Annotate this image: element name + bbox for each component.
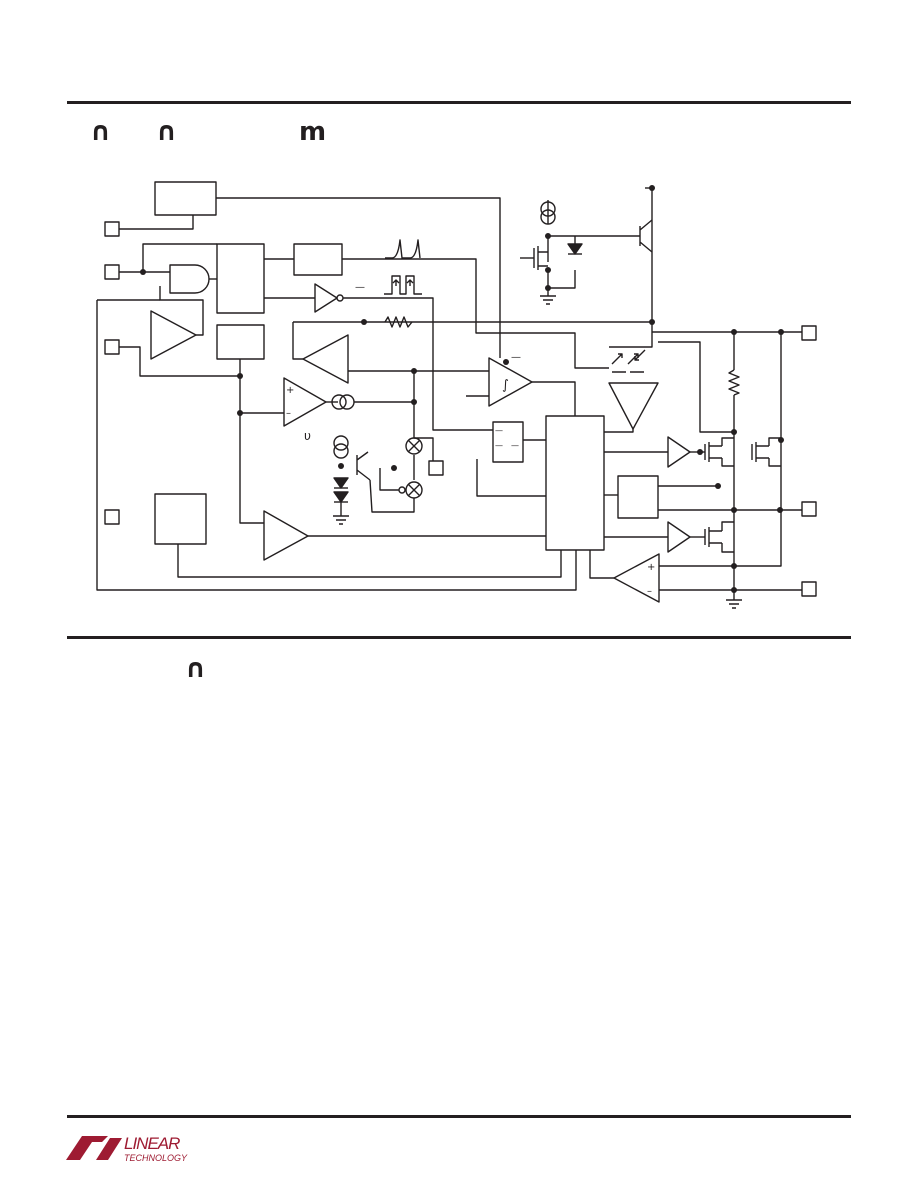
pin-box-left-1 <box>104 221 120 237</box>
junction-dots <box>140 185 784 593</box>
ff-mark-2: — <box>495 441 503 450</box>
logo-text-linear: LINEAR <box>124 1134 180 1153</box>
gates <box>169 264 344 313</box>
block-driver-right <box>617 475 659 519</box>
grounds <box>333 295 742 609</box>
opto-arrows <box>611 349 646 373</box>
inverter <box>314 283 338 313</box>
driver-buffer-2 <box>667 521 691 553</box>
linear-technology-logo: LINEAR TECHNOLOGY <box>62 1128 202 1168</box>
amp-transconductance <box>283 377 327 427</box>
section-rule <box>67 636 851 639</box>
pin-box-left-4 <box>104 509 120 525</box>
ramp-waveform <box>385 239 421 259</box>
header-glyph-3: m <box>299 117 327 147</box>
block-oscillator <box>293 243 343 276</box>
amp-isolator <box>608 382 659 430</box>
footer-rule <box>67 1115 851 1118</box>
pulse-waveform <box>384 275 422 295</box>
diagram-labels: ∫ υ + – + – — — — — — <box>286 282 655 597</box>
pin-box-left-2 <box>104 264 120 280</box>
pin-box-left-3 <box>104 339 120 355</box>
pin-box-mid <box>428 460 444 476</box>
section2-glyph: ∩ <box>185 654 207 684</box>
function-blocks <box>154 181 659 551</box>
resistors <box>384 316 740 396</box>
pin-box-right-3 <box>801 581 817 597</box>
cs-minus-sign: – <box>647 586 652 597</box>
nmos-upper-2 <box>751 437 781 467</box>
top-rule <box>67 101 851 104</box>
block-reference <box>154 493 207 545</box>
pmos-top <box>533 246 548 270</box>
npn-bias <box>356 451 415 513</box>
amp-feedback <box>302 334 349 384</box>
nmos-lower <box>704 521 734 553</box>
block-flipflop <box>492 421 524 463</box>
nmos-upper-1 <box>704 437 734 467</box>
diodes-and-batteries <box>333 243 583 503</box>
inverter-bubble <box>336 294 344 302</box>
waveforms <box>384 239 422 295</box>
amp-current-sense <box>613 553 660 603</box>
amp-error <box>150 310 197 360</box>
tau-symbol: υ <box>304 429 311 443</box>
amp-lower <box>263 510 309 561</box>
npn-top <box>639 219 653 253</box>
overbar-schmitt: — <box>511 352 521 363</box>
block-diagram: ∫ υ + – + – — — — — — <box>96 181 817 609</box>
block-latch <box>216 243 265 314</box>
block-top-left <box>154 181 217 216</box>
amp-schmitt <box>488 357 533 407</box>
block-logic <box>545 415 605 551</box>
header-glyph-1: ∩ <box>90 117 112 147</box>
wires <box>96 187 802 600</box>
amplifiers <box>150 310 691 603</box>
logo-text-technology: TECHNOLOGY <box>124 1153 188 1163</box>
schmitt-symbol: ∫ <box>502 378 509 393</box>
pin-box-right-2 <box>801 501 817 517</box>
cs-plus-sign: + <box>647 562 655 573</box>
current-sources <box>331 201 556 459</box>
multipliers <box>379 437 423 499</box>
overbar-q: — <box>355 282 365 293</box>
and-gate <box>169 264 210 294</box>
ff-mark-1: — <box>495 426 503 435</box>
driver-buffer-1 <box>667 436 691 468</box>
amp-plus-sign: + <box>286 385 294 396</box>
ff-mark-3: — <box>511 441 519 450</box>
block-under-latch <box>216 324 265 360</box>
transistors <box>356 219 781 553</box>
pin-box-right-1 <box>801 325 817 341</box>
header-glyph-2: ∩ <box>156 117 178 147</box>
amp-minus-sign: – <box>286 408 291 419</box>
